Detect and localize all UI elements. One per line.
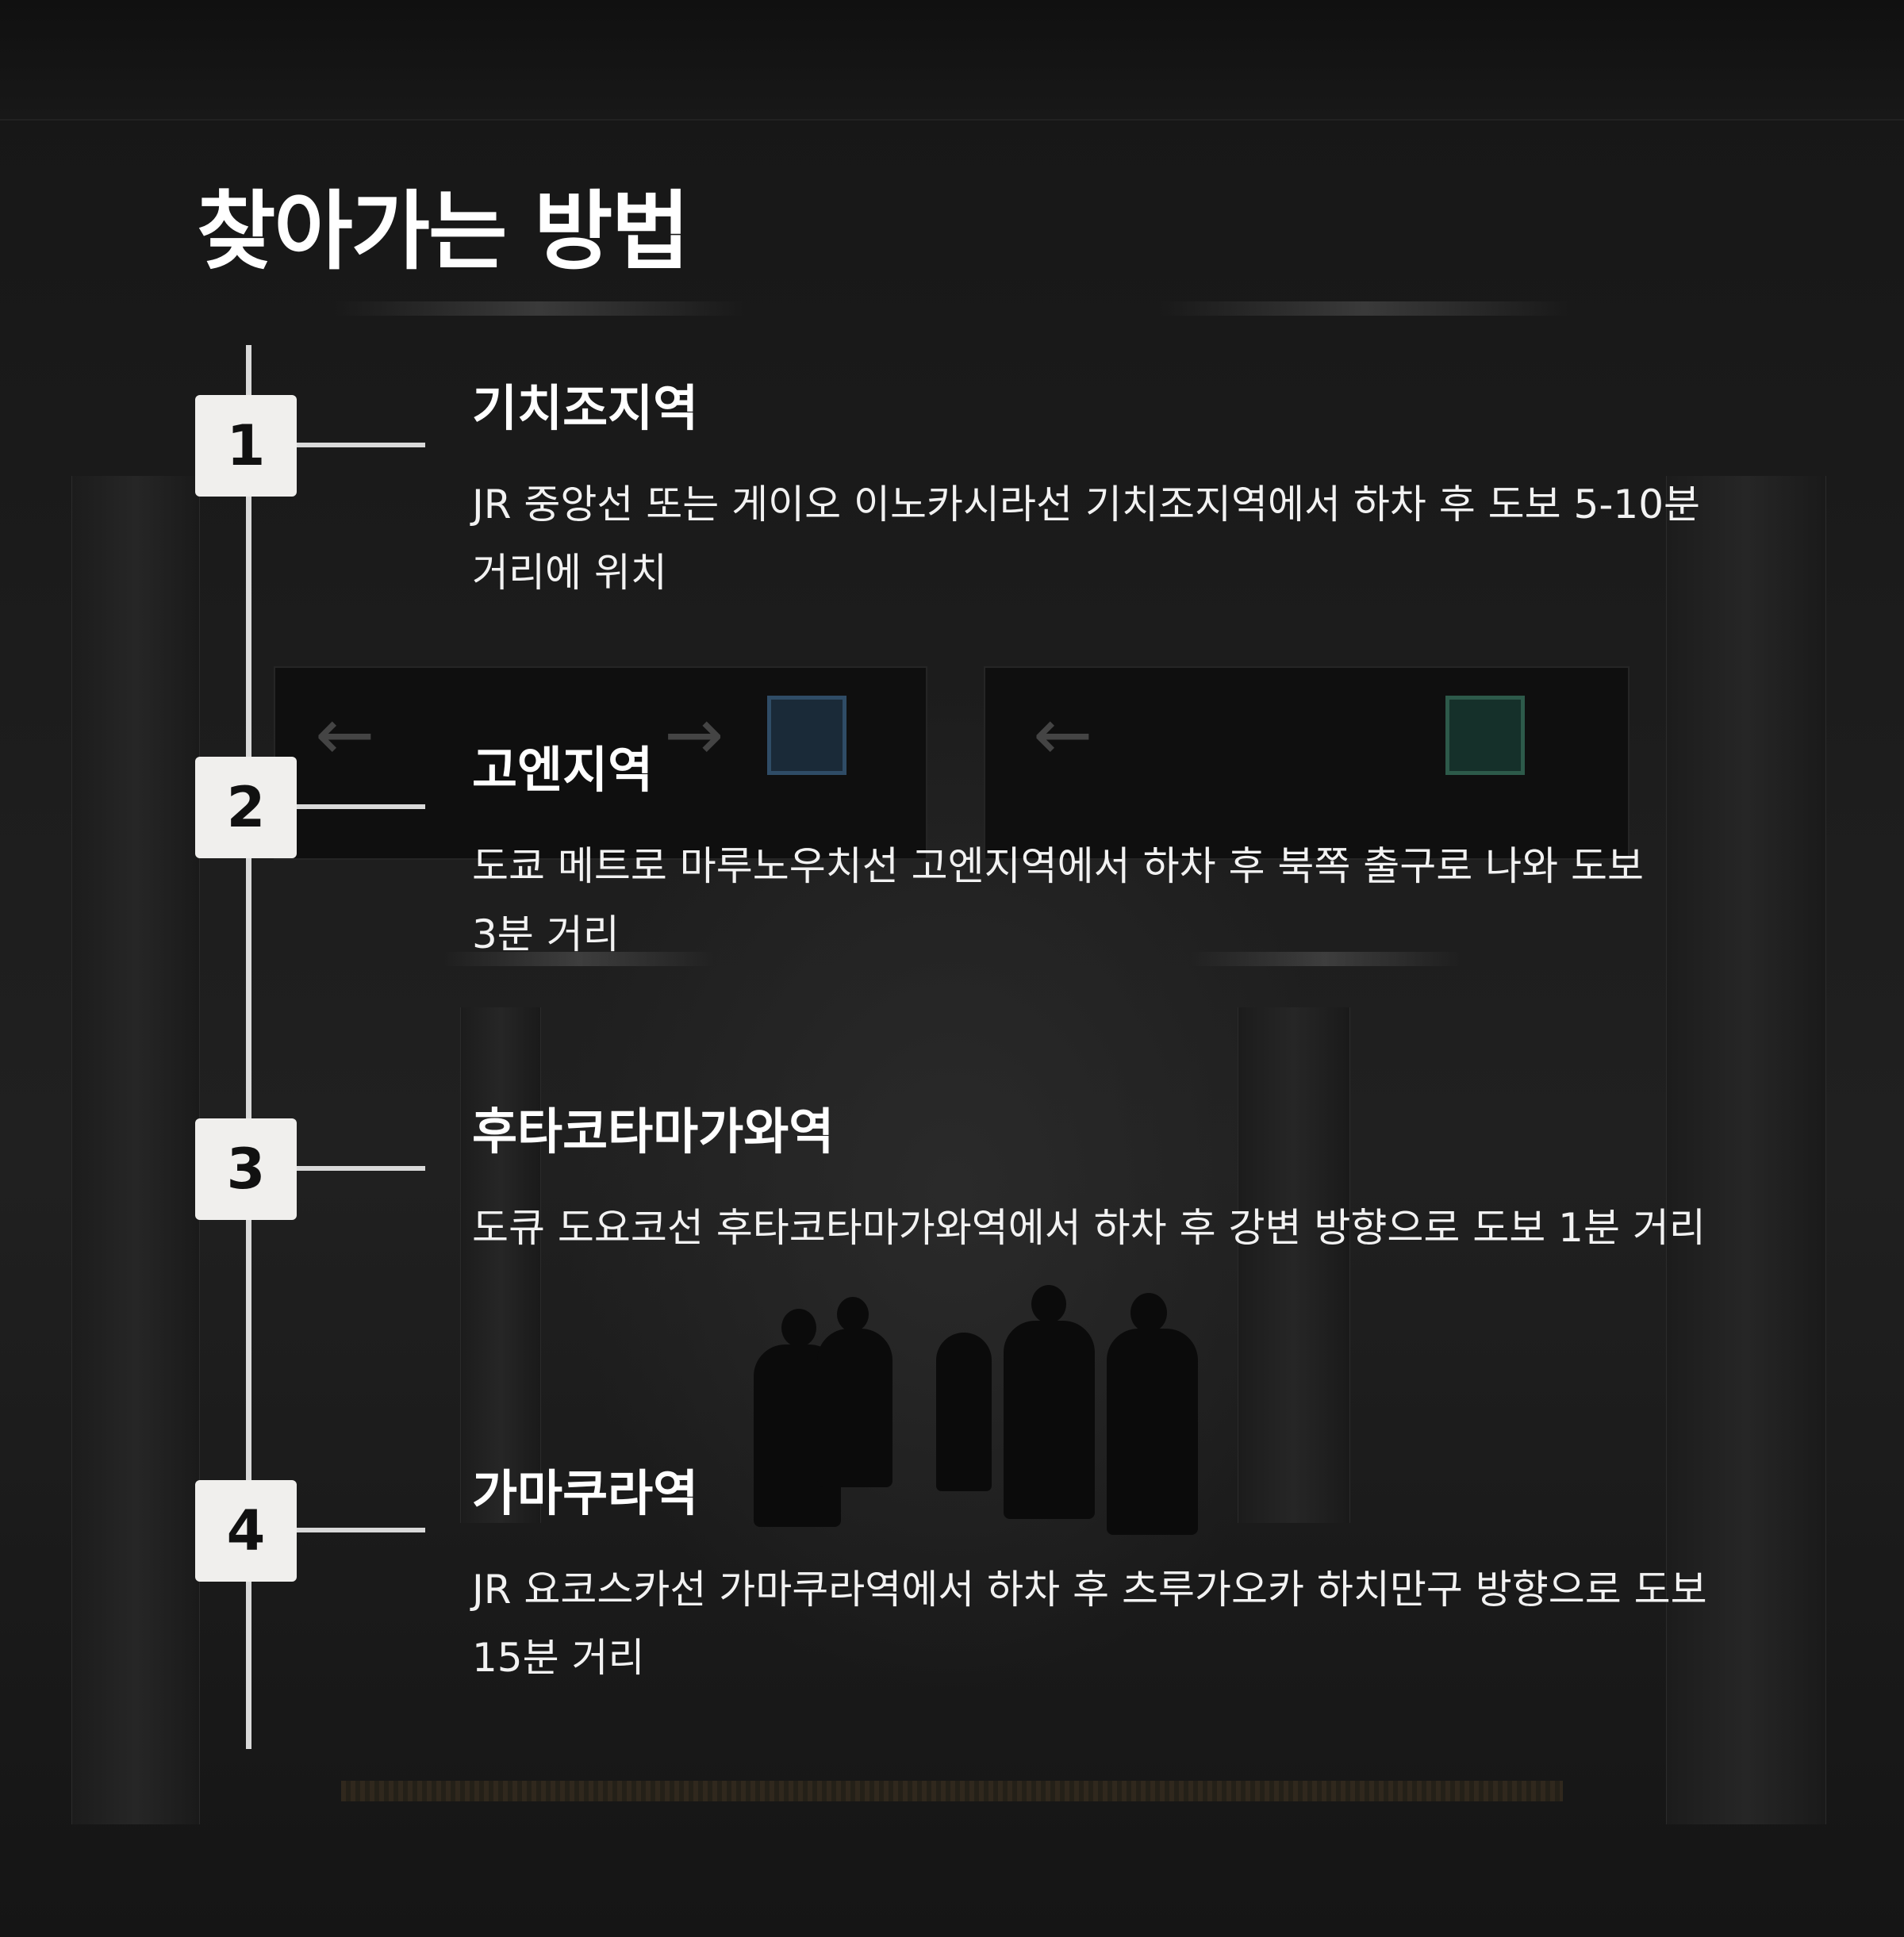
station-directions: JR 요코스카선 가마쿠라역에서 하차 후 츠루가오카 하치만구 방향으로 도보…: [472, 1567, 1707, 1681]
step-kamakura: 4 가마쿠라역 JR 요코스카선 가마쿠라역에서 하차 후 츠루가오카 하치만구…: [0, 1464, 1904, 1718]
step-kichijoji: 1 기치조지역 JR 중앙선 또는 게이오 이노카시라선 기치조지역에서 하차 …: [0, 379, 1904, 633]
step-koenji: 2 고엔지역 도쿄 메트로 마루노우치선 고엔지역에서 하차 후 북쪽 출구로 …: [0, 741, 1904, 995]
station-name: 기치조지역: [472, 379, 699, 437]
tactile-floor-strip: [341, 1781, 1563, 1801]
step-number-badge: 2: [195, 757, 297, 858]
step-connector-line: [297, 1166, 425, 1171]
step-futakotamagawa: 3 후타코타마가와역 도큐 도요코선 후타코타마가와역에서 하차 후 강변 방향…: [0, 1103, 1904, 1356]
step-connector-line: [297, 1528, 425, 1532]
step-number-badge: 3: [195, 1118, 297, 1220]
page-title: 찾아가는 방법: [197, 182, 690, 282]
station-directions: 도쿄 메트로 마루노우치선 고엔지역에서 하차 후 북쪽 출구로 나와 도보 3…: [472, 843, 1645, 957]
station-name: 가마쿠라역: [472, 1464, 699, 1522]
step-connector-line: [297, 804, 425, 809]
step-number-badge: 1: [195, 395, 297, 497]
timeline-line: [246, 345, 251, 1749]
station-name: 고엔지역: [472, 741, 654, 799]
ceiling-light: [333, 301, 746, 316]
person-silhouette: [936, 1333, 992, 1491]
station-directions: 도큐 도요코선 후타코타마가와역에서 하차 후 강변 방향으로 도보 1분 거리: [472, 1205, 1706, 1251]
station-directions: JR 중앙선 또는 게이오 이노카시라선 기치조지역에서 하차 후 도보 5-1…: [472, 481, 1701, 596]
station-name: 후타코타마가와역: [472, 1103, 835, 1160]
ceiling: [0, 0, 1904, 121]
ceiling-light: [1158, 301, 1571, 316]
step-connector-line: [297, 443, 425, 447]
step-number-badge: 4: [195, 1480, 297, 1582]
